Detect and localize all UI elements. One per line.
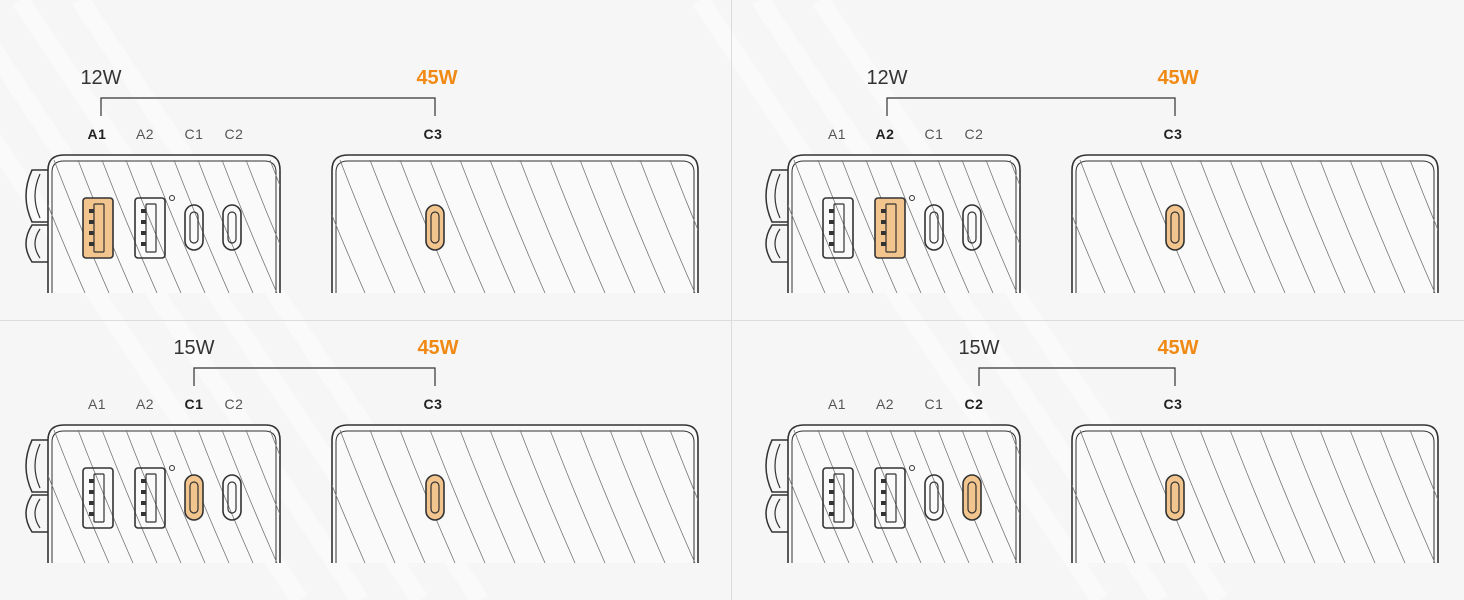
low-watt-label: 12W	[80, 67, 122, 89]
connector-bracket	[886, 97, 1176, 116]
port-label-a2: A2	[135, 396, 155, 412]
port-label-a1: A1	[827, 396, 847, 412]
connector-bracket	[100, 97, 436, 116]
charger-illustration	[765, 367, 1439, 563]
low-watt-label: 15W	[958, 337, 1000, 359]
plug-prongs-icon	[765, 169, 788, 263]
vertical-divider	[731, 0, 732, 600]
low-watt-label: 12W	[866, 67, 908, 89]
usb-c-port-icon	[184, 204, 204, 251]
port-label-a1: A1	[87, 396, 107, 412]
usb-c-port-icon	[924, 474, 944, 521]
charger-body-right	[331, 424, 699, 563]
port-label-c3: C3	[1163, 396, 1183, 412]
usb-a-port-icon	[874, 197, 906, 259]
port-label-c3: C3	[423, 126, 443, 142]
usb-a-port-icon	[134, 467, 166, 529]
high-watt-label: 45W	[416, 67, 458, 89]
high-watt-label: 45W	[417, 337, 459, 359]
port-label-a2: A2	[875, 126, 895, 142]
led-indicator	[169, 195, 175, 201]
usb-a-port-icon	[822, 197, 854, 259]
port-label-c2: C2	[964, 126, 984, 142]
connector-bracket	[193, 367, 436, 386]
usb-a-port-icon	[874, 467, 906, 529]
plug-prongs-icon	[25, 169, 48, 263]
usb-c-port-icon	[962, 204, 982, 251]
low-watt-label: 15W	[173, 337, 215, 359]
port-label-c2: C2	[964, 396, 984, 412]
port-label-c2: C2	[224, 126, 244, 142]
charger-illustration	[25, 367, 699, 563]
panel-a2: 12W 45W A1 A2 C1 C2 C3	[740, 0, 1464, 300]
port-label-c1: C1	[184, 126, 204, 142]
plug-prongs-icon	[25, 439, 48, 533]
port-label-c1: C1	[924, 396, 944, 412]
port-label-a2: A2	[135, 126, 155, 142]
port-label-a1: A1	[827, 126, 847, 142]
horizontal-divider	[0, 320, 1464, 321]
connector-bracket	[978, 367, 1176, 386]
usb-a-port-icon	[82, 197, 114, 259]
high-watt-label: 45W	[1157, 337, 1199, 359]
usb-a-port-icon	[82, 467, 114, 529]
usb-c-port-icon	[222, 204, 242, 251]
usb-a-port-icon	[134, 197, 166, 259]
high-watt-label: 45W	[1157, 67, 1199, 89]
port-label-a2: A2	[875, 396, 895, 412]
port-label-c2: C2	[224, 396, 244, 412]
led-indicator	[909, 195, 915, 201]
usb-a-port-icon	[822, 467, 854, 529]
plug-prongs-icon	[765, 439, 788, 533]
usb-c-port-icon	[924, 204, 944, 251]
port-label-c1: C1	[184, 396, 204, 412]
panel-a1: 12W 45W A1 A2 C1 C2 C3	[0, 0, 730, 300]
panel-c1: 15W 45W A1 A2 C1 C2 C3	[0, 270, 730, 570]
led-indicator	[169, 465, 175, 471]
charger-illustration	[25, 97, 699, 293]
charger-body-left	[787, 424, 1021, 563]
port-label-a1: A1	[87, 126, 107, 142]
port-label-c1: C1	[924, 126, 944, 142]
port-label-c3: C3	[423, 396, 443, 412]
charger-body-right	[331, 154, 699, 293]
usb-c-port-icon	[222, 474, 242, 521]
panel-c2: 15W 45W A1 A2 C1 C2 C3	[740, 270, 1464, 570]
port-label-c3: C3	[1163, 126, 1183, 142]
charger-illustration	[765, 97, 1439, 293]
charger-body-right	[1071, 424, 1439, 563]
charger-body-right	[1071, 154, 1439, 293]
led-indicator	[909, 465, 915, 471]
